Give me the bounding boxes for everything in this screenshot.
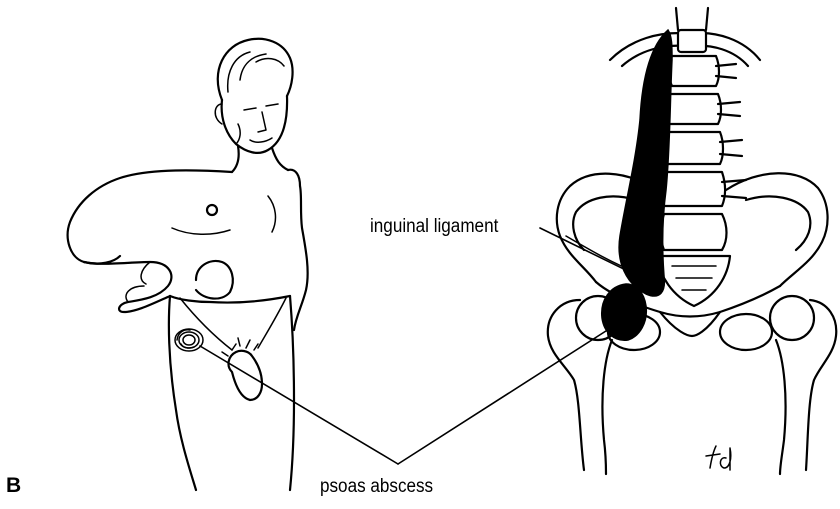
leader-lines: [200, 228, 638, 464]
artist-signature: [706, 446, 731, 470]
psoas-leader-right: [398, 322, 620, 464]
sacrum: [656, 256, 730, 306]
patient-genitalia: [229, 351, 262, 400]
right-iliac-wing: [726, 173, 828, 286]
psoas-abscess-label: psoas abscess: [320, 476, 433, 498]
patient-arm: [84, 262, 171, 312]
femurs: [548, 296, 836, 474]
spine-pelvis-skeleton: [548, 8, 836, 474]
psoas-leader-left: [200, 346, 398, 464]
psoas-abscess-mass: [602, 284, 647, 340]
patient-hair: [218, 39, 293, 100]
inguinal-ligament-label: inguinal ligament: [370, 216, 498, 238]
panel-letter: B: [6, 474, 21, 498]
patient-figure: [68, 39, 308, 490]
patient-torso: [68, 170, 232, 263]
patient-abscess-swelling: [175, 329, 203, 351]
lumbar-vertebrae: [661, 56, 746, 250]
